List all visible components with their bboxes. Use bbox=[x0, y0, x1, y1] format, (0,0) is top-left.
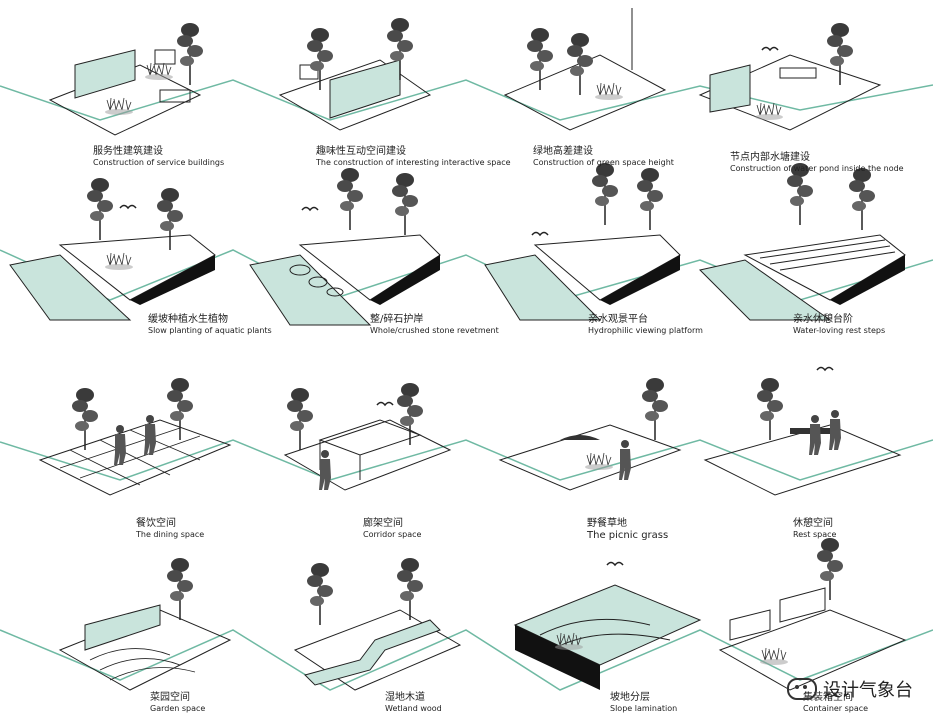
panel-picnic-grass bbox=[498, 377, 682, 491]
caption-en: The dining space bbox=[136, 530, 205, 539]
caption-dining-space: 餐饮空间 The dining space bbox=[136, 518, 369, 540]
watermark-text: 设计气象台 bbox=[823, 680, 913, 701]
caption-zh: 休憩空间 bbox=[793, 518, 833, 529]
caption-en: Hydrophilic viewing platform bbox=[588, 326, 703, 335]
caption-zh: 湿地木道 bbox=[385, 692, 425, 703]
caption-zh: 服务性建筑建设 bbox=[93, 146, 163, 157]
caption-en: The picnic grass bbox=[587, 530, 669, 541]
panel-dining-space bbox=[38, 377, 232, 496]
caption-en: Slope lamination bbox=[610, 704, 678, 713]
caption-zh: 坡地分层 bbox=[610, 692, 650, 703]
caption-zh: 菜园空间 bbox=[150, 692, 190, 703]
caption-rest-steps: 亲水休憩台阶 Water-loving rest steps bbox=[793, 314, 933, 336]
caption-en: Construction of water pond inside the no… bbox=[730, 164, 904, 173]
caption-zh: 整/碎石护岸 bbox=[370, 314, 424, 325]
caption-en: Corridor space bbox=[363, 530, 422, 539]
panel-rest-space bbox=[703, 366, 902, 496]
caption-zh: 亲水休憩台阶 bbox=[793, 314, 853, 325]
caption-garden-space: 菜园空间 Garden space bbox=[150, 692, 383, 714]
panel-container-space bbox=[718, 537, 907, 691]
watermark: 设计气象台 bbox=[787, 676, 913, 702]
wechat-icon bbox=[787, 678, 817, 700]
panel-interactive-space bbox=[278, 17, 432, 131]
caption-green-space-height: 绿地高差建设 Construction of green space heigh… bbox=[533, 146, 766, 168]
caption-zh: 亲水观景平台 bbox=[588, 314, 648, 325]
caption-en: Container space bbox=[803, 704, 869, 713]
caption-zh: 廊架空间 bbox=[363, 518, 403, 529]
caption-service-buildings: 服务性建筑建设 Construction of service building… bbox=[93, 146, 326, 168]
caption-en: Slow planting of aquatic plants bbox=[148, 326, 272, 335]
panel-garden-space bbox=[58, 557, 232, 691]
caption-zh: 野餐草地 bbox=[587, 518, 627, 529]
caption-interactive-space: 趣味性互动空间建设 The construction of interestin… bbox=[316, 146, 549, 168]
caption-viewing-platform: 亲水观景平台 Hydrophilic viewing platform bbox=[588, 314, 821, 336]
caption-zh: 餐饮空间 bbox=[136, 518, 176, 529]
caption-en: Construction of service buildings bbox=[93, 158, 225, 167]
caption-slope-lamination: 坡地分层 Slope lamination bbox=[610, 692, 843, 714]
panel-wetland-wood bbox=[293, 557, 462, 691]
caption-en: Rest space bbox=[793, 530, 837, 539]
caption-en: Whole/crushed stone revetment bbox=[370, 326, 499, 335]
panel-aquatic-plants bbox=[9, 177, 216, 321]
caption-zh: 节点内部水塘建设 bbox=[730, 152, 810, 163]
caption-stone-revetment: 整/碎石护岸 Whole/crushed stone revetment bbox=[370, 314, 603, 336]
caption-wetland-wood: 湿地木道 Wetland wood bbox=[385, 692, 618, 714]
panel-slope-lamination bbox=[513, 561, 702, 690]
panel-service-buildings bbox=[48, 22, 204, 136]
panel-rest-steps bbox=[699, 162, 906, 321]
caption-aquatic-plants: 缓坡种植水生植物 Slow planting of aquatic plants bbox=[148, 314, 381, 336]
panel-water-pond bbox=[698, 22, 882, 131]
caption-corridor-space: 廊架空间 Corridor space bbox=[363, 518, 596, 540]
panel-corridor-space bbox=[283, 382, 452, 491]
panel-viewing-platform bbox=[484, 162, 681, 321]
caption-en: Water-loving rest steps bbox=[793, 326, 886, 335]
panel-green-space-height bbox=[503, 8, 667, 131]
caption-en: Construction of green space height bbox=[533, 158, 674, 167]
caption-water-pond: 节点内部水塘建设 Construction of water pond insi… bbox=[730, 152, 933, 174]
caption-zh: 集装箱空间 bbox=[803, 692, 853, 703]
caption-en: Garden space bbox=[150, 704, 206, 713]
caption-zh: 绿地高差建设 bbox=[533, 146, 593, 157]
panel-stone-revetment bbox=[249, 167, 441, 326]
caption-picnic-grass: 野餐草地 The picnic grass bbox=[587, 518, 820, 542]
caption-zh: 缓坡种植水生植物 bbox=[148, 314, 228, 325]
caption-en: Wetland wood bbox=[385, 704, 442, 713]
caption-rest-space: 休憩空间 Rest space bbox=[793, 518, 933, 540]
caption-en: The construction of interesting interact… bbox=[316, 158, 511, 167]
caption-container-space: 集装箱空间 Container space bbox=[803, 692, 933, 714]
caption-zh: 趣味性互动空间建设 bbox=[316, 146, 406, 157]
